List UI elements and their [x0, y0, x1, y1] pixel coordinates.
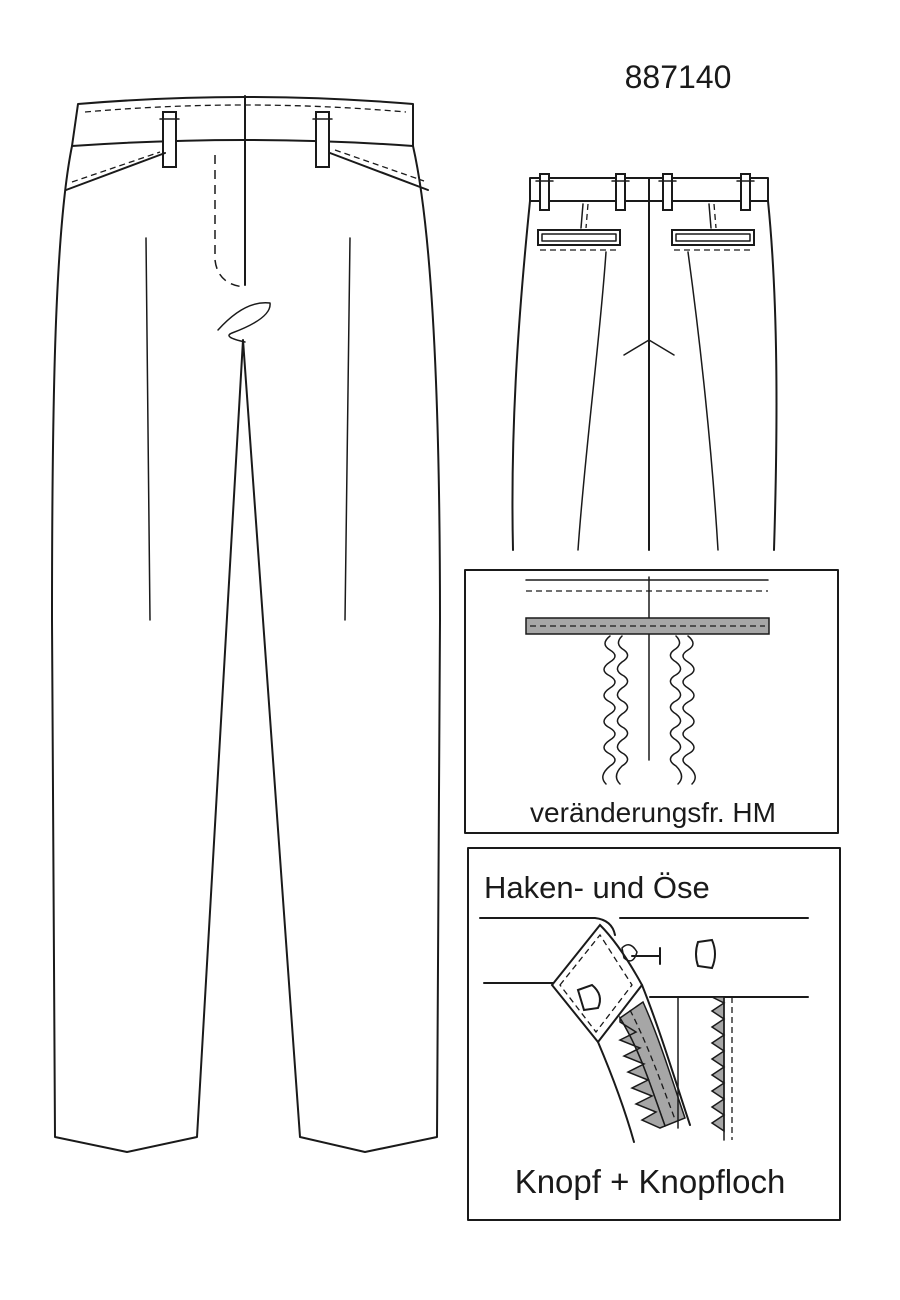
closure-bottom-label: Knopf + Knopfloch [515, 1163, 786, 1200]
back-silhouette-left [511, 200, 531, 551]
front-waistband [71, 96, 414, 147]
hem-detail-panel: veränderungsfr. HM [464, 569, 839, 834]
closure-top-label: Haken- und Öse [484, 870, 710, 905]
crotch-point [623, 339, 675, 356]
closure-detail-panel: Haken- und Öse Knopf + Knopfloch [467, 847, 841, 1221]
front-pocket-right [329, 152, 429, 191]
front-pocket-left [65, 152, 166, 191]
right-leg-crease [344, 237, 351, 621]
back-welt-pocket-right [671, 229, 755, 246]
hook-icon [621, 944, 638, 962]
waistband-extension-top [479, 917, 616, 936]
back-crease-left [577, 251, 607, 551]
back-belt-loop-4 [740, 173, 751, 211]
hem-seam-allowance-right [682, 635, 696, 785]
eye-icon [695, 938, 716, 970]
back-belt-loop-2 [615, 173, 626, 211]
zipper-teeth-straight [710, 996, 726, 1133]
fly-hook-detail [217, 302, 271, 343]
zipper-teeth-curved [618, 1015, 666, 1129]
fly-curve-outer [597, 1041, 635, 1143]
model-number: 887140 [625, 59, 732, 95]
front-belt-loop-right [315, 111, 330, 168]
hem-tape [525, 617, 770, 635]
button-icon [576, 983, 601, 1012]
back-crease-right [687, 251, 719, 551]
closure-panel-border [467, 847, 841, 1221]
front-belt-loop-left [162, 111, 177, 168]
trousers-front-view [51, 95, 441, 1153]
front-silhouette [51, 145, 441, 1153]
hem-seam-allowance-left [602, 635, 616, 785]
back-belt-loop-3 [662, 173, 673, 211]
fly-topstitch [214, 155, 246, 288]
left-leg-crease [145, 237, 151, 621]
trousers-back-view [511, 173, 778, 551]
back-silhouette-right [767, 200, 778, 551]
back-belt-loop-1 [539, 173, 550, 211]
back-welt-pocket-left [537, 229, 621, 246]
hem-panel-border [464, 569, 839, 834]
hem-panel-label: veränderungsfr. HM [530, 797, 776, 828]
